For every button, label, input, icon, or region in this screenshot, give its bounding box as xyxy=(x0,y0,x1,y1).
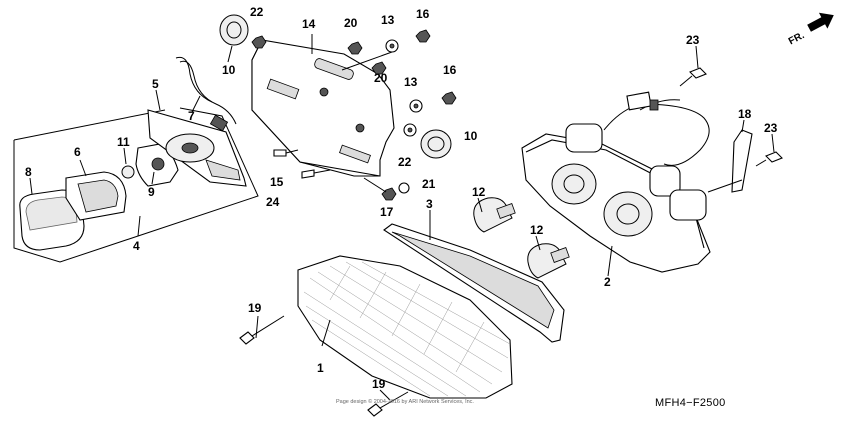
bulb-part xyxy=(473,197,516,233)
callout-10b: 10 xyxy=(464,129,478,143)
callout-12b: 12 xyxy=(530,223,544,237)
lens-strip-assembly xyxy=(383,210,565,343)
leader-lines xyxy=(29,45,775,401)
callout-15: 15 xyxy=(270,175,284,189)
callout-24: 24 xyxy=(266,195,280,209)
copyright-text: Page design © 2004-2016 by ARI Network S… xyxy=(336,398,474,405)
callout-20b: 20 xyxy=(374,71,388,85)
taillight-housing-assembly xyxy=(473,67,783,279)
turn-signal-assembly xyxy=(13,56,259,263)
direction-label: FR. xyxy=(787,30,807,47)
callout-4: 4 xyxy=(133,239,140,253)
callout-5: 5 xyxy=(152,77,159,91)
arrow-right-icon xyxy=(807,12,834,32)
callout-20a: 20 xyxy=(344,16,358,30)
callout-19b: 19 xyxy=(372,377,386,391)
callout-23b: 23 xyxy=(764,121,778,135)
callout-1: 1 xyxy=(317,361,324,375)
callout-22a: 22 xyxy=(250,5,264,19)
callout-18: 18 xyxy=(738,107,752,121)
callout-16a: 16 xyxy=(416,7,430,21)
diagram-code: MFH4−F2500 xyxy=(655,397,726,409)
outer-lens-assembly xyxy=(239,255,513,417)
callout-7: 7 xyxy=(188,109,195,123)
callout-14: 14 xyxy=(302,17,316,31)
callout-19a: 19 xyxy=(248,301,262,315)
callout-12a: 12 xyxy=(472,185,486,199)
callout-3: 3 xyxy=(426,197,433,211)
front-direction-indicator: FR. xyxy=(787,12,834,47)
callout-10a: 10 xyxy=(222,63,236,77)
callout-11: 11 xyxy=(117,135,130,149)
callout-21: 21 xyxy=(422,177,436,191)
callout-labels: 1 2 3 4 5 6 7 8 9 10 10 11 12 12 13 13 1… xyxy=(25,5,778,391)
signal-bulb-part xyxy=(121,165,135,179)
callout-8: 8 xyxy=(25,165,32,179)
callout-6: 6 xyxy=(74,145,81,159)
callout-22b: 22 xyxy=(398,155,412,169)
grommet-part xyxy=(219,14,249,46)
callout-9: 9 xyxy=(148,185,155,199)
callout-13b: 13 xyxy=(404,75,418,89)
license-bracket-assembly xyxy=(219,14,457,201)
callout-16b: 16 xyxy=(443,63,457,77)
bulb-part xyxy=(527,243,570,279)
grommet-part xyxy=(420,129,452,159)
callout-2: 2 xyxy=(604,275,611,289)
callout-13a: 13 xyxy=(381,13,395,27)
callout-23a: 23 xyxy=(686,33,700,47)
callout-17: 17 xyxy=(380,205,394,219)
